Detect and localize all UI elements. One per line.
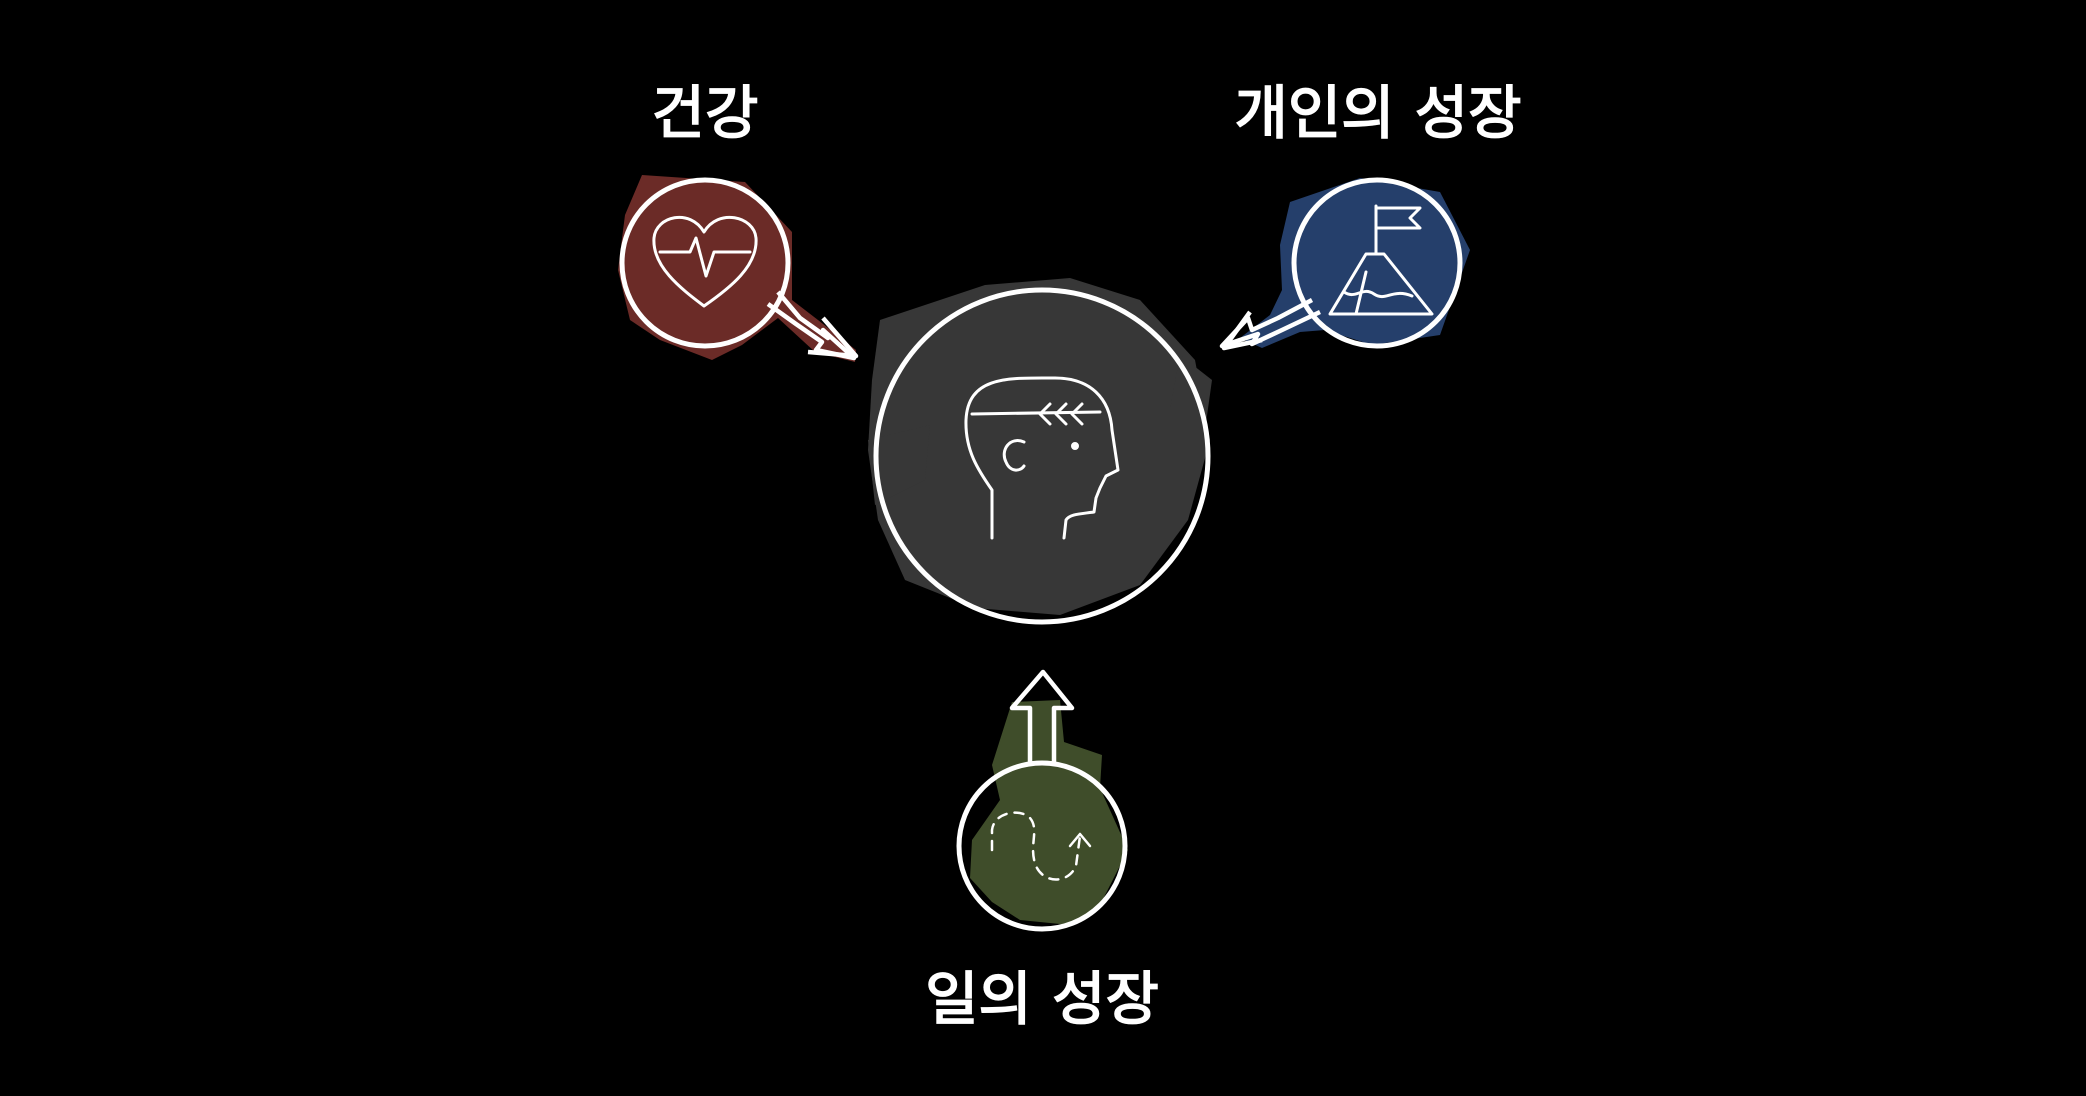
work-growth-label: 일의 성장 xyxy=(925,965,1159,1033)
work-growth-brush-fill xyxy=(970,700,1128,925)
mountain-flag-icon xyxy=(1328,204,1434,316)
personal-growth-node xyxy=(1219,177,1470,351)
health-node xyxy=(618,175,859,362)
work-growth-node xyxy=(956,669,1128,932)
health-circle xyxy=(619,177,791,349)
winding-path-icon xyxy=(990,811,1092,881)
work-growth-circle xyxy=(956,760,1128,932)
head-icon xyxy=(964,376,1120,540)
center-brush-streak xyxy=(868,425,930,505)
personal-growth-circle xyxy=(1291,177,1463,349)
center-brush-fill xyxy=(868,278,1210,615)
personal-growth-arrow xyxy=(1219,298,1321,349)
work-growth-arrow xyxy=(1009,669,1075,762)
heart-pulse-icon xyxy=(652,215,758,308)
center-node xyxy=(868,278,1212,625)
health-label: 건강 xyxy=(651,79,759,147)
center-circle xyxy=(873,287,1211,625)
personal-growth-label: 개인의 성장 xyxy=(1234,79,1522,147)
